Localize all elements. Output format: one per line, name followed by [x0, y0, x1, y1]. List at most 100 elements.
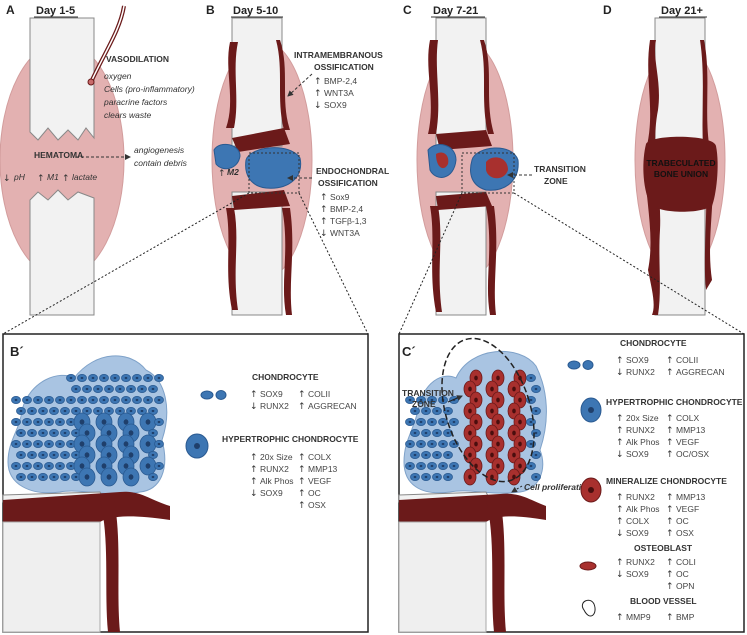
- panel-letter: C: [403, 3, 412, 17]
- transition-zone-label: TRANSITION: [402, 388, 454, 398]
- zoom-box: [461, 152, 515, 194]
- cell-nucleus: [140, 387, 144, 391]
- svg-text:AGGRECAN: AGGRECAN: [676, 367, 725, 377]
- cell-nucleus: [474, 375, 478, 381]
- lactate-label: lactate: [72, 172, 97, 182]
- svg-text:↓: ↓: [616, 450, 624, 460]
- svg-text:Sox9: Sox9: [330, 192, 350, 202]
- cell-nucleus: [534, 387, 538, 391]
- note-cells: Cells (pro-inflammatory): [104, 84, 195, 94]
- svg-text:MMP9: MMP9: [626, 612, 651, 622]
- cell-nucleus: [529, 376, 533, 380]
- svg-text:SOX9: SOX9: [324, 100, 347, 110]
- cell-nucleus: [123, 441, 129, 447]
- cell-nucleus: [518, 463, 522, 469]
- svg-text:OSX: OSX: [308, 500, 326, 510]
- cell-nucleus: [435, 453, 439, 457]
- cell-nucleus: [534, 475, 538, 479]
- cell-nucleus: [430, 398, 434, 402]
- cell-nucleus: [518, 441, 522, 447]
- svg-text:COLII: COLII: [308, 389, 330, 399]
- cell-nucleus: [413, 409, 417, 413]
- svg-text:↑: ↑: [616, 414, 624, 424]
- panel-a: VASODILATION oxygen Cells (pro-inflammat…: [0, 5, 195, 316]
- intramembranous-label: INTRAMEMBRANOUS: [294, 50, 383, 60]
- svg-text:SOX9: SOX9: [260, 389, 283, 399]
- cell-nucleus: [58, 442, 62, 446]
- cell-nucleus: [490, 452, 494, 458]
- svg-text:WNT3A: WNT3A: [324, 88, 354, 98]
- svg-text:VEGF: VEGF: [676, 504, 699, 514]
- svg-text:SOX9: SOX9: [626, 355, 649, 365]
- panel-title: Day 1-5: [36, 5, 75, 17]
- svg-text:Alk Phos: Alk Phos: [626, 504, 660, 514]
- endochondral-factors: ↑Sox9 ↑BMP-2,4 ↑TGFβ-1,3 ↓WNT3A: [320, 192, 367, 239]
- vasodilation-label: VASODILATION: [106, 54, 169, 64]
- svg-text:AGGRECAN: AGGRECAN: [308, 401, 357, 411]
- cell-nucleus: [107, 387, 111, 391]
- hypertrophic-title: HYPERTROPHIC CHONDROCYTE: [606, 397, 743, 407]
- cell-nucleus: [41, 431, 45, 435]
- mineralize-title: MINERALIZE CHONDROCYTE: [606, 476, 727, 486]
- svg-text:↑: ↑: [666, 356, 674, 366]
- cell-nucleus: [518, 397, 522, 403]
- panel-letter: B´: [10, 344, 24, 359]
- cell-nucleus: [496, 441, 500, 447]
- cell-nucleus: [113, 376, 117, 380]
- cell-nucleus: [41, 453, 45, 457]
- cell-nucleus: [19, 453, 23, 457]
- svg-text:↑: ↑: [298, 465, 306, 475]
- cell-nucleus: [430, 464, 434, 468]
- cell-nucleus: [430, 420, 434, 424]
- svg-text:MMP13: MMP13: [676, 425, 706, 435]
- hypertrophic-markers: ↑20x Size ↑RUNX2 ↑Alk Phos ↓SOX9 ↑COLX ↑…: [616, 413, 709, 460]
- cell-nucleus: [468, 430, 472, 436]
- cell-nucleus: [129, 387, 133, 391]
- panel-d: TRABECULATED BONE UNION: [634, 17, 726, 316]
- endochondral-label: ENDOCHONDRAL: [316, 166, 389, 176]
- svg-text:↑: ↑: [616, 558, 624, 568]
- svg-text:COLX: COLX: [626, 516, 649, 526]
- svg-text:↑: ↑: [666, 613, 674, 623]
- svg-text:RUNX2: RUNX2: [626, 492, 655, 502]
- cell-nucleus: [129, 409, 133, 413]
- cell-nucleus: [408, 398, 412, 402]
- cell-nucleus: [424, 409, 428, 413]
- cell-nucleus: [101, 441, 107, 447]
- cell-nucleus: [41, 475, 45, 479]
- cell-nucleus: [452, 442, 456, 446]
- m2-label: M2: [227, 167, 239, 177]
- cell-nucleus: [106, 430, 112, 436]
- cell-nucleus: [151, 409, 155, 413]
- cell-nucleus: [102, 376, 106, 380]
- cell-nucleus: [496, 419, 500, 425]
- cell-nucleus: [74, 387, 78, 391]
- svg-text:VEGF: VEGF: [308, 476, 331, 486]
- cell-nucleus: [30, 475, 34, 479]
- cell-nucleus: [145, 419, 151, 425]
- svg-text:↑: ↑: [314, 77, 322, 87]
- svg-text:↑: ↑: [666, 438, 674, 448]
- cell-nucleus: [135, 398, 139, 402]
- cell-nucleus: [496, 375, 500, 381]
- svg-text:COLX: COLX: [676, 413, 699, 423]
- svg-text:↑: ↑: [218, 169, 226, 179]
- bone-upper: [435, 17, 487, 147]
- cell-nucleus: [63, 453, 67, 457]
- svg-text:↑: ↑: [250, 390, 258, 400]
- cell-proliferation-label: Cell proliferation?: [524, 482, 598, 492]
- cell-nucleus: [79, 419, 85, 425]
- svg-text:ZONE: ZONE: [544, 176, 568, 186]
- panel-letter: C´: [402, 344, 416, 359]
- panel-c-prime: C´ TRANSITION ZONE Cell proliferation? C…: [398, 333, 745, 633]
- hematoma-label: HEMATOMA: [34, 150, 83, 160]
- cell-nucleus: [63, 475, 67, 479]
- svg-text:OC/OSX: OC/OSX: [676, 449, 709, 459]
- svg-text:↑: ↑: [666, 450, 674, 460]
- cell-nucleus: [157, 398, 161, 402]
- panel-b: ↑ M2 INTRAMEMBRANOUS OSSIFICATION ↑BMP-2…: [211, 17, 389, 316]
- svg-text:↑: ↑: [666, 368, 674, 378]
- m1-label: M1: [47, 172, 59, 182]
- svg-text:↑: ↑: [666, 529, 674, 539]
